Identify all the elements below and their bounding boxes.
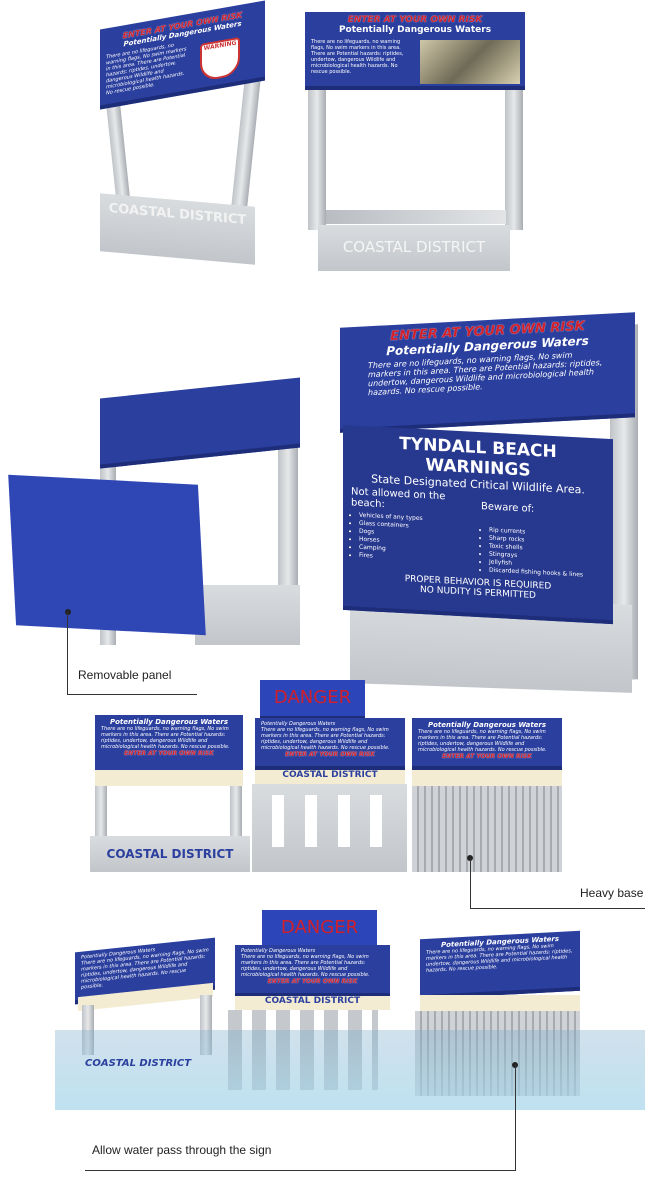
callout-removable: Removable panel [78, 668, 172, 682]
water [55, 1030, 645, 1110]
base-label: COASTAL DISTRICT [318, 225, 510, 271]
callout-heavy: Heavy base [580, 886, 644, 900]
base-label: COASTAL DISTRICT [100, 193, 255, 265]
callout-water: Allow water pass through the sign [92, 1143, 272, 1157]
removable-panel[interactable] [8, 474, 206, 636]
heavy-base [412, 786, 562, 872]
danger-label: DANGER [273, 687, 352, 708]
alligator-photo [420, 40, 520, 84]
warning-badge: WARNING [200, 36, 240, 82]
